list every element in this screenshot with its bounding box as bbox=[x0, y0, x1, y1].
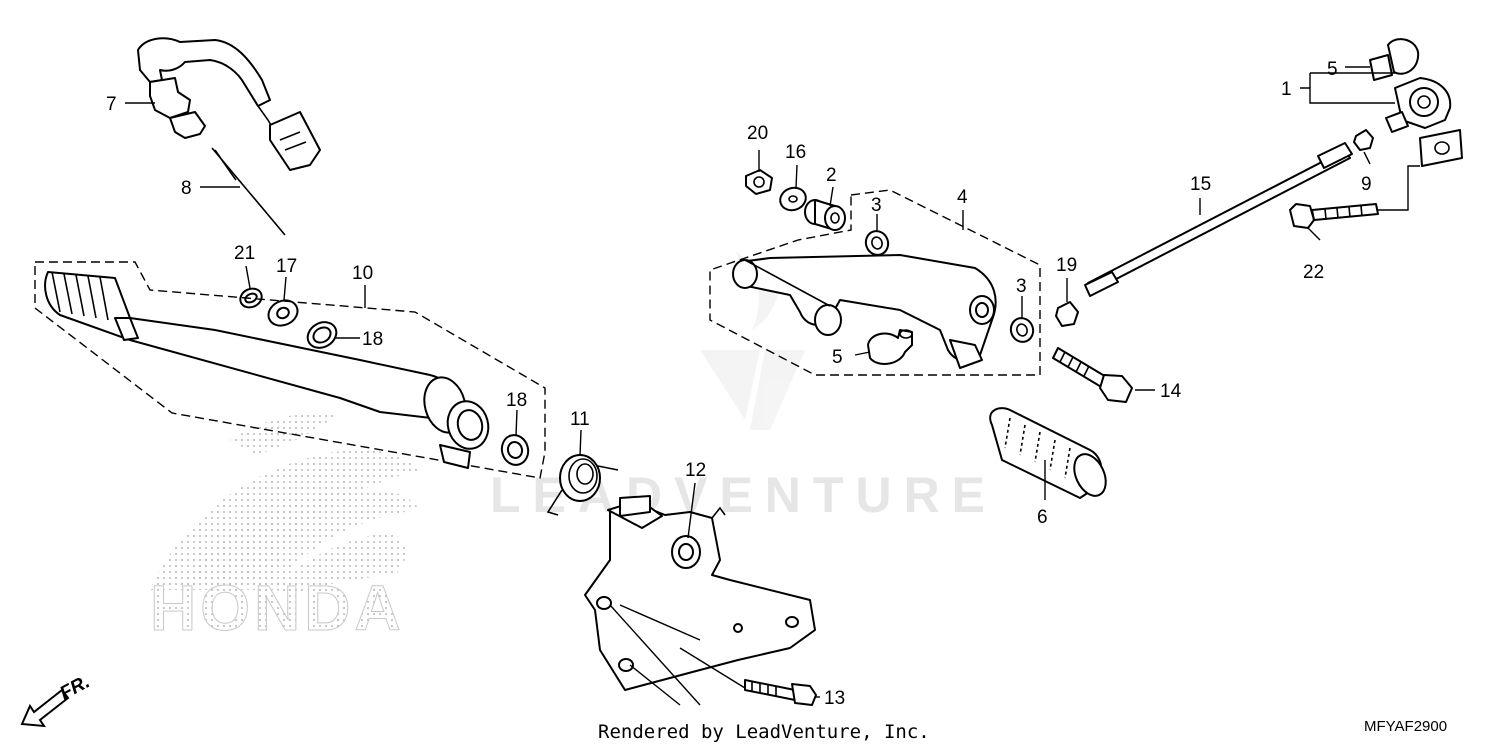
part-11-return-spring[interactable] bbox=[546, 454, 619, 516]
callout-3-upper: 3 bbox=[871, 195, 882, 216]
part-12-bracket[interactable] bbox=[584, 495, 816, 691]
diagram-code: MFYAF2900 bbox=[1364, 718, 1447, 735]
part-17-washer[interactable] bbox=[264, 296, 301, 330]
part-2-collar[interactable] bbox=[804, 199, 846, 231]
part-8-rod[interactable] bbox=[211, 147, 286, 236]
part-1-clamp[interactable] bbox=[1419, 129, 1463, 167]
callout-10: 10 bbox=[352, 263, 373, 284]
honda-wing-logo bbox=[150, 411, 420, 592]
callout-19: 19 bbox=[1056, 255, 1077, 276]
callout-9: 9 bbox=[1361, 174, 1372, 195]
callout-1: 1 bbox=[1281, 79, 1292, 100]
part-15-tie-rod[interactable] bbox=[1084, 142, 1353, 297]
callout-18-upper: 18 bbox=[362, 329, 383, 350]
callout-5-center: 5 bbox=[832, 347, 843, 368]
callout-5-upper: 5 bbox=[1327, 59, 1338, 80]
part-9-nut[interactable] bbox=[1353, 129, 1374, 151]
part-4-group-outline bbox=[709, 189, 1041, 376]
callout-3-lower: 3 bbox=[1016, 276, 1027, 297]
part-1-rod-end[interactable] bbox=[1385, 77, 1452, 133]
callout-13: 13 bbox=[824, 688, 845, 709]
part-18-bushing-upper[interactable] bbox=[303, 317, 341, 353]
front-arrow-icon bbox=[20, 688, 70, 728]
callout-7: 7 bbox=[106, 94, 117, 115]
part-14-bolt[interactable] bbox=[1052, 347, 1133, 403]
callout-11: 11 bbox=[570, 409, 590, 430]
callout-17: 17 bbox=[276, 256, 297, 277]
leadventure-watermark-icon bbox=[700, 250, 805, 430]
part-3-bushing-lower[interactable] bbox=[1008, 315, 1037, 345]
callout-15: 15 bbox=[1190, 174, 1211, 195]
part-7-switch[interactable] bbox=[137, 37, 321, 171]
part-19-nut[interactable] bbox=[1055, 301, 1079, 327]
callout-6: 6 bbox=[1037, 507, 1048, 528]
part-4-bracket[interactable] bbox=[732, 254, 997, 369]
part-10-shift-lever[interactable] bbox=[44, 271, 493, 469]
callout-14: 14 bbox=[1160, 381, 1182, 402]
render-credit: Rendered by LeadVenture, Inc. bbox=[598, 721, 930, 743]
callout-20: 20 bbox=[747, 123, 768, 144]
part-3-bushing-upper[interactable] bbox=[863, 228, 892, 258]
part-6-footpeg-rubber[interactable] bbox=[989, 407, 1112, 501]
part-5-ball-joint-center[interactable] bbox=[867, 329, 913, 365]
callout-8: 8 bbox=[181, 178, 192, 199]
callout-12: 12 bbox=[685, 460, 706, 481]
part-20-nut[interactable] bbox=[745, 169, 773, 195]
part-18-bushing-lower[interactable] bbox=[499, 432, 532, 468]
leader-lines bbox=[125, 66, 1420, 706]
callout-2: 2 bbox=[826, 165, 837, 186]
callout-4: 4 bbox=[957, 187, 968, 208]
part-21-circlip[interactable] bbox=[237, 285, 265, 311]
part-13-bolt[interactable] bbox=[744, 679, 817, 706]
part-16-washer[interactable] bbox=[777, 184, 809, 214]
callout-21: 21 bbox=[234, 243, 255, 264]
honda-logo-text: HONDA bbox=[150, 572, 405, 644]
part-10-group-outline bbox=[34, 261, 546, 479]
callout-labels: 7 8 21 17 10 18 18 11 12 13 20 16 2 3 4 … bbox=[106, 59, 1372, 709]
part-22-bolt[interactable] bbox=[1289, 203, 1379, 229]
callout-22: 22 bbox=[1303, 262, 1324, 283]
callout-18-lower: 18 bbox=[506, 390, 527, 411]
part-5-ball-joint-upper[interactable] bbox=[1369, 38, 1420, 81]
callout-16: 16 bbox=[785, 142, 806, 163]
